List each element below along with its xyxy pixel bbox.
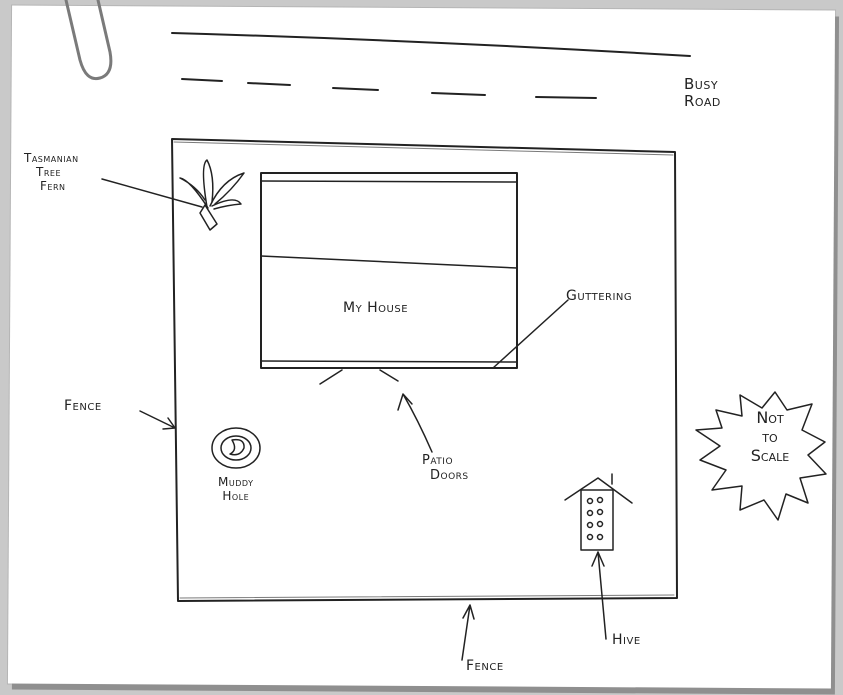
tree-fern-label-line1: Tasmanian [24,151,79,165]
patio-doors [319,369,399,385]
tree-fern-label: Tasmanian Tree Fern [24,151,79,193]
house-outline [260,172,518,369]
muddy-hole-label: Muddy Hole [218,475,254,504]
fern-leader [101,178,203,208]
not-to-scale-label: Not to Scale [730,408,810,466]
house-label: My House [343,300,409,316]
muddy-hole-label-line1: Muddy [218,475,254,489]
not-to-scale-line1: Not [756,408,784,427]
hive-arrow [591,551,607,640]
muddy-hole-label-line2: Hole [222,488,250,503]
fence-bottom-arrow [461,604,475,661]
road-center-dashes [181,78,597,99]
not-to-scale-burst [695,391,827,521]
patio-doors-label-line1: Patio [422,453,454,468]
tree-fern-label-line3: Fern [40,178,66,193]
tree-fern-label-line2: Tree [36,164,61,179]
beehive-icon [564,473,633,551]
paper-clip-icon [64,0,113,81]
hive-label: Hive [612,632,641,648]
busy-road-label: Busy Road [684,75,721,111]
not-to-scale-line3: Scale [750,446,790,466]
tree-fern-icon [179,159,245,231]
fence-left-arrow [139,410,176,430]
busy-road-label-line2: Road [684,92,721,111]
road-edge-line [171,32,691,57]
muddy-hole-icon [211,427,261,469]
not-to-scale-line2: to [762,427,778,447]
house-roof-ridge [260,255,518,269]
garden-fence-outline [171,138,678,602]
busy-road-label-line1: Busy [684,75,719,93]
guttering-leader [492,299,569,369]
patio-arrow [397,393,433,453]
fence-bottom-label: Fence [466,658,504,674]
patio-doors-label: Patio Doors [422,453,469,484]
patio-doors-label-line2: Doors [430,467,469,483]
guttering-label: Guttering [566,288,633,304]
fence-left-label: Fence [64,398,102,414]
